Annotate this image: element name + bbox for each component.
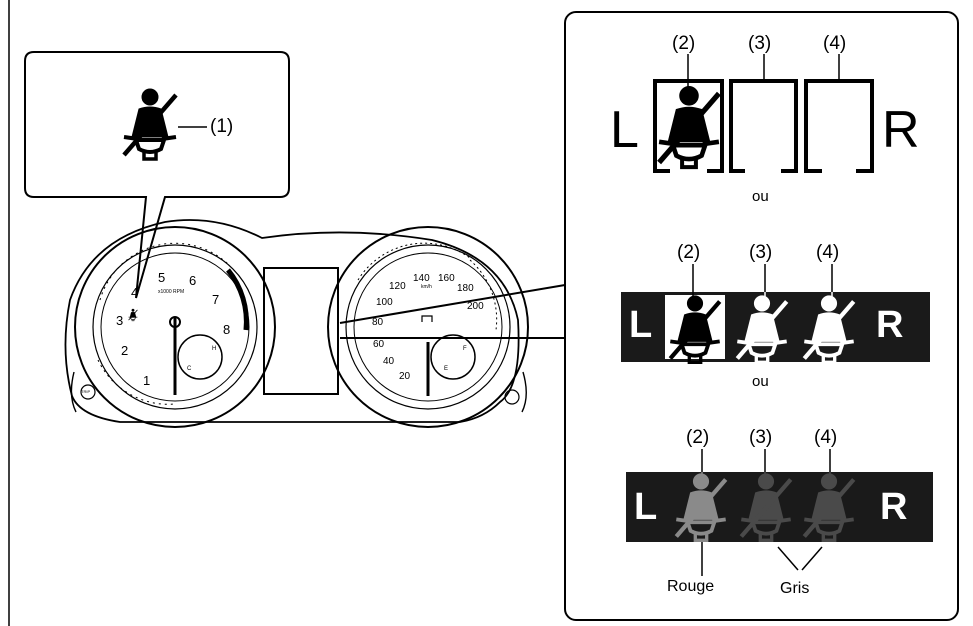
- caption-gris: Gris: [780, 580, 810, 597]
- speed-tick-label: 80: [372, 317, 384, 328]
- outline-callout-3: (3): [748, 33, 772, 54]
- temp-hot-label: H: [212, 346, 217, 352]
- outline-position-2-seatbelt-icon: [659, 87, 719, 168]
- speed-tick-label: 100: [376, 297, 393, 308]
- inverted-callout-2: (2): [677, 242, 701, 263]
- tach-tick-label: 6: [189, 273, 197, 288]
- dark-callout-2: (2): [686, 427, 710, 448]
- caption-rouge: Rouge: [667, 578, 715, 595]
- dark-left-label: L: [634, 486, 658, 528]
- tach-tick-label: 7: [212, 292, 220, 307]
- fuel-full-label: F: [463, 346, 467, 352]
- callout-1-label: (1): [210, 116, 234, 137]
- tach-tick-label: 4: [131, 285, 139, 300]
- tach-tick-label: 5: [158, 270, 166, 285]
- instrument-cluster: [64, 219, 529, 428]
- speed-tick-label: 40: [383, 356, 395, 367]
- inverted-callout-3: (3): [749, 242, 773, 263]
- separator-ou-2: ou: [752, 373, 769, 390]
- inverted-right-label: R: [876, 304, 904, 346]
- fuel-empty-label: E: [444, 366, 449, 372]
- outline-right-label: R: [882, 101, 920, 159]
- tach-tick-label: 1: [143, 373, 151, 388]
- temp-cold-label: C: [187, 366, 192, 372]
- speed-tick-label: 60: [373, 339, 385, 350]
- trip-button-label: TRIP: [81, 389, 91, 394]
- tachometer-small-seatbelt-icon: [128, 308, 138, 322]
- speed-tick-label: 200: [467, 301, 484, 312]
- speed-tick-label: 120: [389, 281, 406, 292]
- tach-unit-label: x1000 RPM: [158, 289, 185, 295]
- tach-tick-label: 2: [121, 343, 129, 358]
- separator-ou-1: ou: [752, 188, 769, 205]
- speed-tick-label: 20: [399, 371, 411, 382]
- speed-tick-label: 160: [438, 273, 455, 284]
- tach-tick-label: 3: [116, 313, 124, 328]
- outline-left-label: L: [610, 101, 639, 159]
- outline-callout-2: (2): [672, 33, 696, 54]
- dark-right-label: R: [880, 486, 908, 528]
- speed-tick-label: 180: [457, 283, 474, 294]
- dark-callout-3: (3): [749, 427, 773, 448]
- outline-callout-4: (4): [823, 33, 847, 54]
- inverted-left-label: L: [629, 304, 653, 346]
- speed-tick-label: 140: [413, 273, 430, 284]
- speed-unit-label: km/h: [421, 284, 432, 290]
- tach-tick-label: 8: [223, 322, 231, 337]
- inverted-callout-4: (4): [816, 242, 840, 263]
- dark-callout-4: (4): [814, 427, 838, 448]
